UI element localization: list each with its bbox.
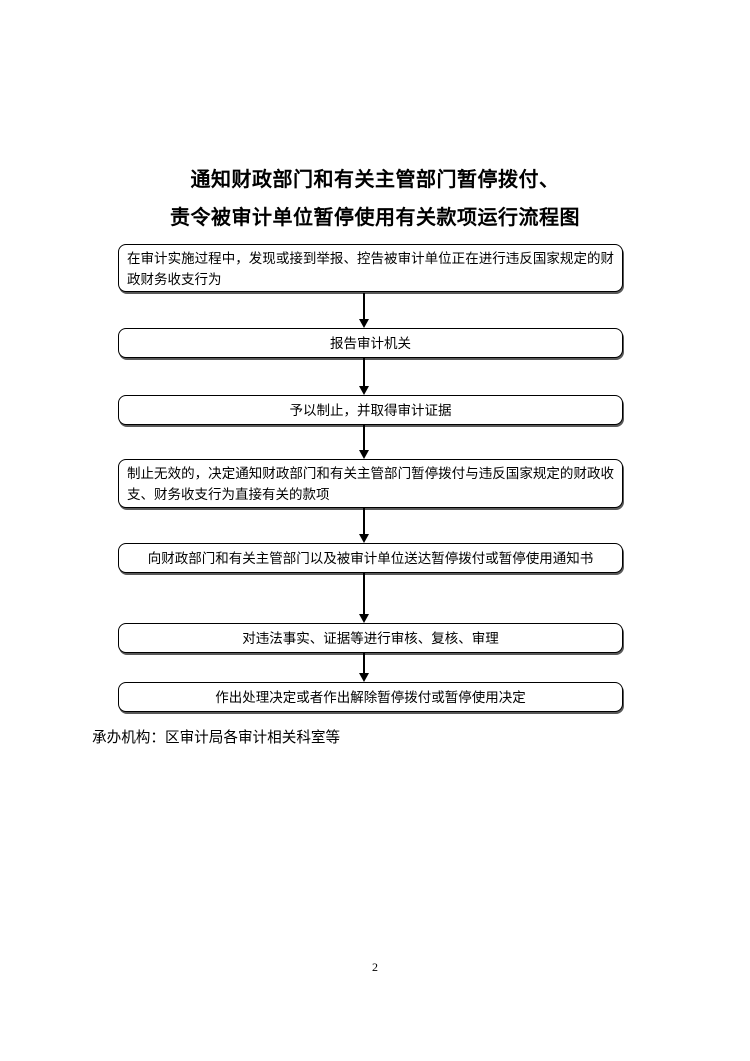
page-title-line-2: 责令被审计单位暂停使用有关款项运行流程图 bbox=[170, 207, 580, 229]
flow-step-report: 报告审计机关 bbox=[118, 328, 623, 358]
flow-step-deliver-notice: 向财政部门和有关主管部门以及被审计单位送达暂停拨付或暂停使用通知书 bbox=[118, 543, 623, 573]
down-arrow-icon bbox=[358, 673, 369, 682]
flow-step-review: 对违法事实、证据等进行审核、复核、审理 bbox=[118, 623, 623, 653]
down-arrow-icon bbox=[358, 319, 369, 328]
flow-step-decide-suspend: 制止无效的，决定通知财政部门和有关主管部门暂停拨付与违反国家规定的财政收支、财务… bbox=[118, 459, 623, 508]
down-arrow-icon bbox=[358, 450, 369, 459]
arrow-shaft bbox=[363, 425, 365, 452]
arrow-shaft bbox=[363, 508, 365, 536]
flow-step-discovery: 在审计实施过程中，发现或接到举报、控告被审计单位正在进行违反国家规定的财政财务收… bbox=[118, 244, 623, 292]
arrow-shaft bbox=[363, 358, 365, 388]
arrow-shaft bbox=[363, 293, 365, 321]
footer-note: 承办机构：区审计局各审计相关科室等 bbox=[92, 730, 341, 746]
page-number: 2 bbox=[372, 960, 378, 974]
page-title: 通知财政部门和有关主管部门暂停拨付、 责令被审计单位暂停使用有关款项运行流程图 bbox=[0, 161, 750, 237]
arrow-shaft bbox=[363, 653, 365, 675]
flow-step-stop-evidence: 予以制止，并取得审计证据 bbox=[118, 395, 623, 425]
down-arrow-icon bbox=[358, 614, 369, 623]
flow-step-final-decision: 作出处理决定或者作出解除暂停拨付或暂停使用决定 bbox=[118, 682, 623, 712]
down-arrow-icon bbox=[358, 386, 369, 395]
arrow-shaft bbox=[363, 573, 365, 616]
page-title-line-1: 通知财政部门和有关主管部门暂停拨付、 bbox=[190, 169, 560, 191]
down-arrow-icon bbox=[358, 534, 369, 543]
